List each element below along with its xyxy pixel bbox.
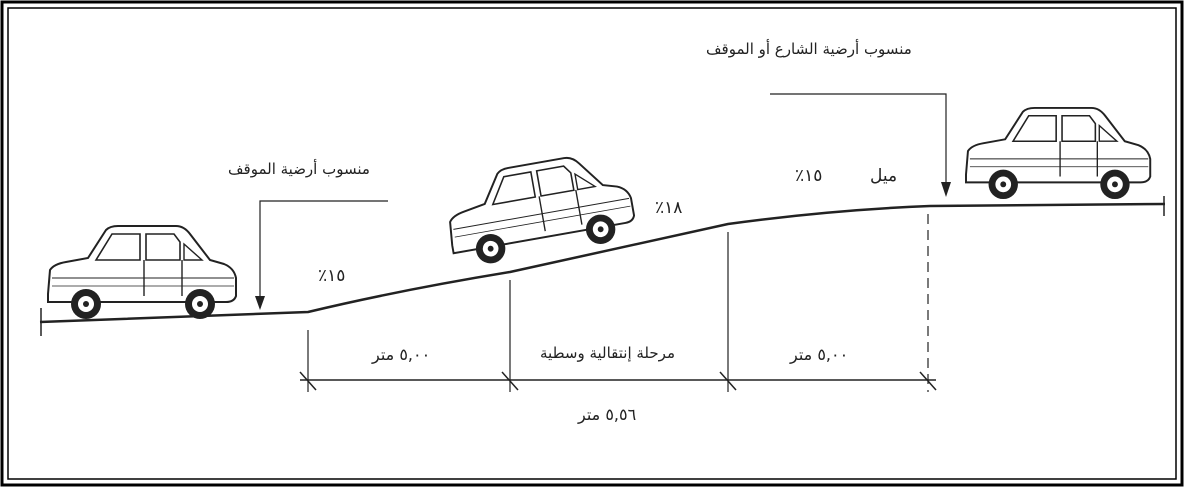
car-icon: [47, 225, 237, 320]
dimension-total: ٥,٥٦ متر: [578, 405, 637, 424]
parking-level-label: منسوب أرضية الموقف: [228, 160, 370, 178]
dimension-right: ٥,٠٠ متر: [790, 345, 849, 364]
slope-lower: ١٥٪: [318, 266, 346, 286]
parking-level-arrow: [255, 296, 265, 310]
slope-label: ميل: [870, 166, 898, 186]
street-level-arrow: [941, 182, 951, 197]
ramp-profile: [39, 202, 1166, 324]
parking-level-leader: [259, 200, 388, 302]
inner-border: [7, 7, 1177, 480]
car-icon: [965, 106, 1152, 201]
dimension-middle: مرحلة إنتقالية وسطية: [540, 344, 675, 362]
slope-upper: ١٥٪: [795, 166, 823, 186]
street-level-leader: [770, 93, 947, 188]
slope-middle: ١٨٪: [655, 198, 683, 218]
street-level-label: منسوب أرضية الشارع أو الموقف: [706, 40, 912, 58]
dimension-left: ٥,٠٠ متر: [372, 345, 431, 364]
